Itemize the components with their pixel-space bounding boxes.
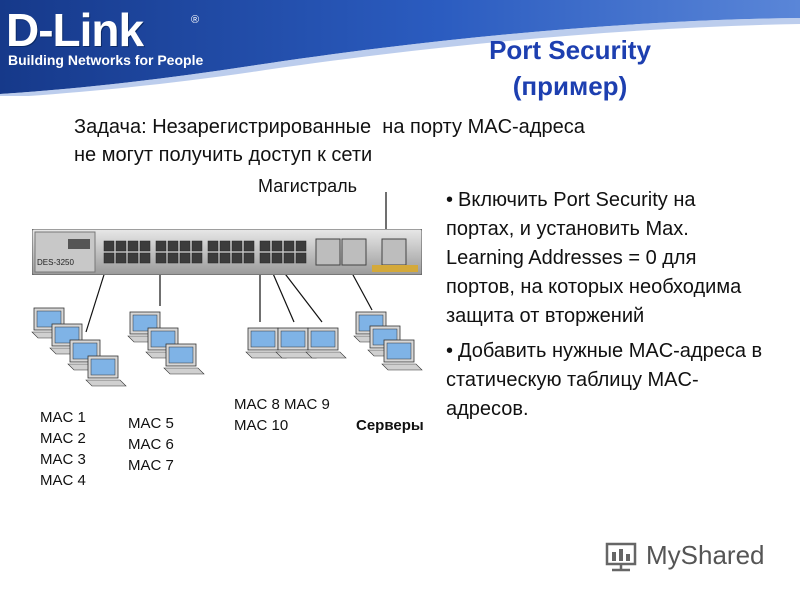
task-line-2: не могут получить доступ к сети (74, 144, 373, 166)
bullet-dot: • (446, 340, 454, 362)
bullet-item: •Добавить нужные MAC-адреса в статическу… (446, 337, 766, 424)
mac-label: MAC 5 (128, 415, 174, 432)
logo-tagline: Building Networks for People (8, 52, 204, 68)
server-group (353, 311, 423, 371)
task-line-1: Задача: Незарегистрированные на порту MA… (74, 116, 585, 138)
slide-title: Port Security (пример) (420, 32, 720, 104)
header-band: D-Link ® Building Networks for People (0, 0, 800, 96)
mac-label: MAC 3 (40, 451, 86, 468)
task-statement: Задача: Незарегистрированные на порту MA… (74, 113, 734, 169)
mac-group-2: MAC 5 MAC 6 MAC 7 (128, 413, 174, 476)
mac-label: MAC 7 (128, 457, 174, 474)
bullet-text: Включить Port Security на портах, и уста… (446, 189, 742, 327)
mac-label: MAC 4 (40, 472, 86, 489)
mac-label: MAC 10 (234, 417, 289, 434)
dlink-logo: D-Link ® Building Networks for People (6, 6, 204, 76)
bullet-list: •Включить Port Security на портах, и уст… (446, 186, 766, 430)
switch-device: DES-3250 (32, 229, 422, 275)
bullet-text: Добавить нужные MAC-адреса в статическую… (446, 340, 763, 420)
switch-model-label: DES-3250 (37, 258, 74, 267)
mac-label: MAC 8 MAC 9 (234, 396, 330, 413)
header-swoosh (0, 0, 800, 96)
mac-label: MAC 2 (40, 430, 86, 447)
mac-label: MAC 6 (128, 436, 174, 453)
bullet-item: •Включить Port Security на портах, и уст… (446, 186, 766, 331)
myshared-watermark: MyShared (604, 538, 774, 574)
mac-label: MAC 1 (40, 409, 86, 426)
title-line-2: (пример) (512, 71, 628, 101)
pc-group-2 (127, 311, 205, 375)
trunk-label: Магистраль (258, 176, 357, 196)
logo-text: D-Link (6, 4, 144, 56)
servers-label: Серверы (356, 417, 424, 434)
myshared-text: MyShared (646, 540, 765, 570)
myshared-icon (605, 542, 637, 572)
mac-group-1: MAC 1 MAC 2 MAC 3 MAC 4 (40, 407, 86, 491)
logo-registered-mark: ® (191, 14, 200, 26)
mac-group-3: MAC 8 MAC 9 MAC 10 (234, 394, 330, 436)
pc-group-3 (245, 327, 347, 359)
pc-group-1 (31, 307, 127, 387)
title-line-1: Port Security (489, 35, 651, 65)
bullet-dot: • (446, 189, 454, 211)
